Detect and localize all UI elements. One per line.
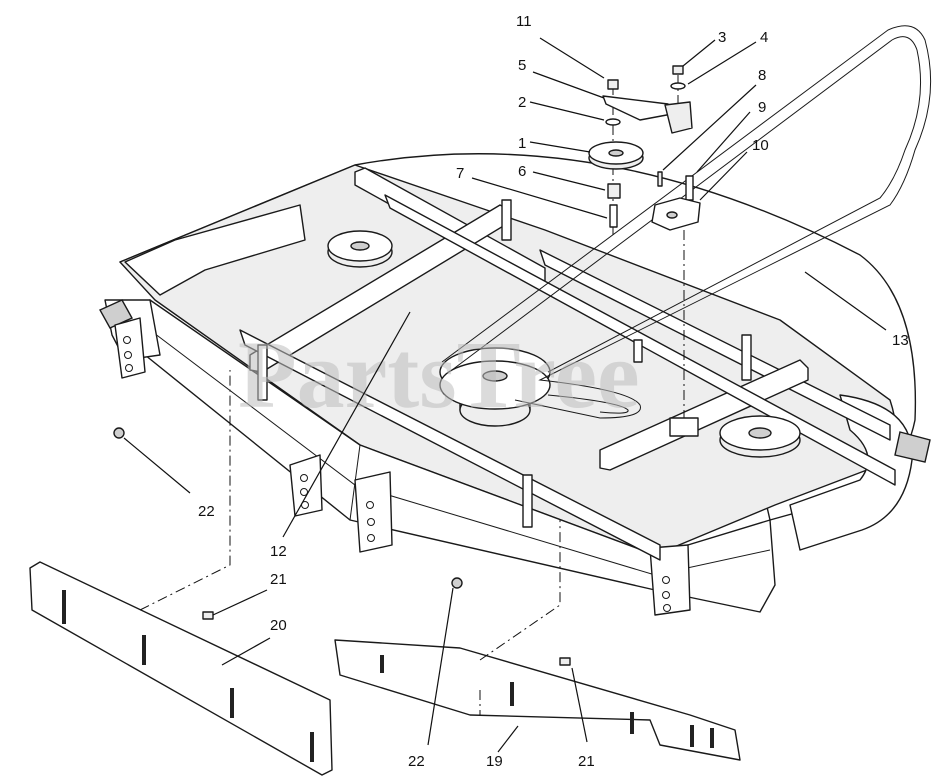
spindle-assembly-parts [588,65,701,437]
callout-10: 10 [752,137,769,154]
callouts: 11 5 2 1 6 7 3 4 8 9 10 13 12 22 21 20 2… [198,13,909,770]
callout-4: 4 [760,29,768,46]
callout-2: 2 [518,94,526,111]
callout-8: 8 [758,67,766,84]
leader-lines [123,37,887,753]
callout-6: 6 [518,163,526,180]
callout-22-left: 22 [198,503,215,520]
callout-22-right: 22 [408,753,425,770]
hardware [113,427,571,666]
callout-3: 3 [718,29,726,46]
deck-brackets [114,317,691,616]
watermark: PartsTree [238,321,640,428]
callout-20: 20 [270,617,287,634]
callout-12: 12 [270,543,287,560]
callout-19: 19 [486,753,503,770]
callout-1: 1 [518,135,526,152]
deck-pulleys [327,230,801,458]
callout-13: 13 [892,332,909,349]
callout-21-left: 21 [270,571,287,588]
baffle-parts [29,370,741,776]
callout-21-right: 21 [578,753,595,770]
callout-11: 11 [516,13,532,30]
callout-7: 7 [456,165,464,182]
callout-9: 9 [758,99,766,116]
callout-5: 5 [518,57,526,74]
drive-belt [441,25,932,419]
